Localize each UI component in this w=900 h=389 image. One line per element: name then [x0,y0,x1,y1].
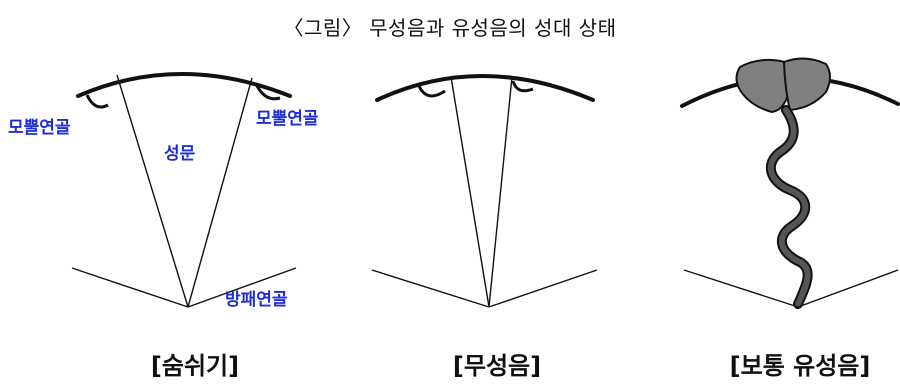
arytenoid-right [255,85,281,101]
label-arytenoid-left: 모뿔연골 [8,118,71,138]
panel-voiced [680,57,900,309]
caption-voiceless: [무성음] [452,352,542,380]
vocal-fold-left [116,74,189,308]
arytenoid-right [511,80,534,93]
vocal-fold-right [488,76,513,308]
thyroid-left-wing [71,267,189,308]
panel-breathing [71,72,297,308]
caption-voiced: [보통 유성음] [729,352,871,380]
label-thyroid-cartilage: 방패연골 [225,290,288,310]
panel-voiceless [371,74,598,308]
label-arytenoid-right: 모뿔연골 [256,109,319,129]
arytenoid-left [85,94,109,109]
vocal-fold-left [450,76,490,308]
arytenoid-left [735,58,792,114]
label-glottis: 성문 [164,144,196,164]
arytenoid-left [417,85,446,98]
thyroid-right-wing [488,269,598,308]
thyroid-right-wing [797,269,899,308]
vocal-fold-right [187,77,253,308]
caption-breathing: [숨쉬기] [150,352,240,380]
larynx-arc [375,74,595,102]
larynx-arc [76,72,292,98]
thyroid-left-wing [683,269,799,308]
thyroid-right-wing [187,267,297,308]
thyroid-left-wing [371,269,490,308]
figure-title: 〈그림〉 무성음과 유성음의 성대 상태 [283,16,617,40]
arytenoid-right [782,57,831,112]
vocal-fold-wavy-fill [767,107,811,307]
